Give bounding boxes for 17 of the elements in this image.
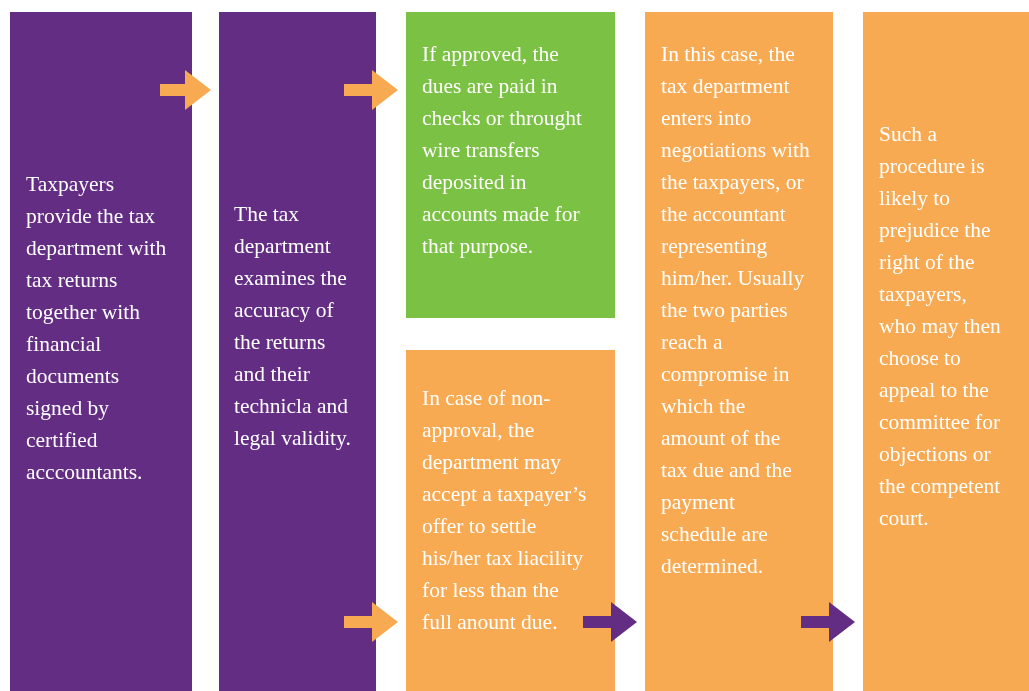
- step-text: In case of non-approval, the department may accept a taxpayer’s offer to settle his/her tax liacility for less than the full anount due.: [422, 385, 588, 636]
- step-panel: [645, 12, 833, 691]
- step-panel: [863, 12, 1029, 691]
- step-panel: [219, 12, 376, 691]
- arrow: [344, 70, 398, 110]
- arrow: [801, 602, 855, 642]
- arrow: [583, 602, 637, 642]
- arrow: [344, 602, 398, 642]
- step-text: In this case, the tax department enters into negotiations with the taxpayers, or the accountant representing him/her. Usually the two parties reach a compromise in which the amount of the tax due and the payment schedule are determined.: [661, 41, 811, 580]
- step-text: If approved, the dues are paid in checks or throught wire transfers deposited in accounts made for that purpose.: [422, 41, 583, 260]
- arrow: [160, 70, 211, 110]
- step-text: The tax department examines the accuracy of the returns and their technicla and legal validity.: [234, 201, 352, 452]
- step-panel: [406, 350, 615, 691]
- step-panel: [406, 12, 615, 318]
- step-text: Such a procedure is likely to prejudice the right of the taxpayers, who may then choose to appeal to the committee for objections or the competent court.: [879, 121, 1002, 532]
- step-text: Taxpayers provide the tax department with tax returns together with financial documents signed by certified acccountants.: [26, 171, 168, 486]
- step-panel: [10, 12, 192, 691]
